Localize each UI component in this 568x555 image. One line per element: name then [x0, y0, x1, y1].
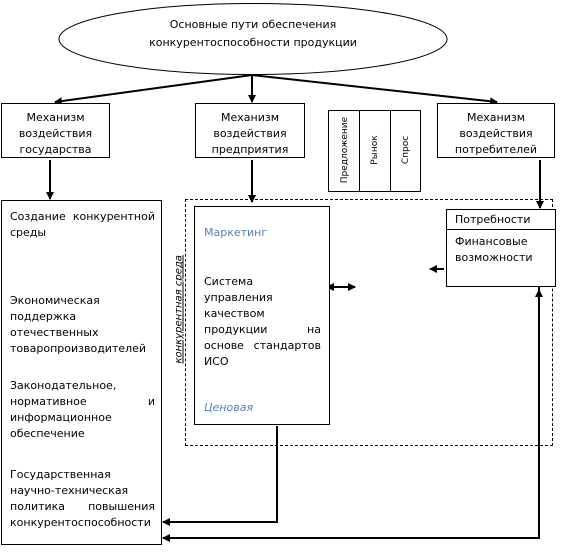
feedback-loop-consumer — [162, 287, 540, 542]
state-measure-science-policy: Государственная научно-техническая полит… — [10, 468, 155, 529]
mechanism-consumer-box: Механизм воздействия потребителей — [437, 103, 555, 158]
market-column-market: Рынок — [370, 135, 380, 165]
enterprise-price-label: Ценовая — [204, 401, 254, 414]
title-line-1: Основные пути обеспечения — [169, 18, 337, 31]
state-measure-legislative: Законодательное, нормативное и информаци… — [10, 379, 155, 440]
mechanism-enterprise-box: Механизм воздействия предприятия — [195, 103, 305, 158]
enterprise-tools-box: Маркетинг Система управления качеством п… — [194, 206, 330, 425]
mechanism-state-line-2: воздействия — [18, 126, 93, 140]
title-ellipse — [58, 3, 448, 75]
arrow-to-consumer — [251, 74, 498, 106]
title-line-2: конкурентоспособности продукции — [149, 35, 357, 49]
feedback-loop-enterprise — [162, 426, 278, 526]
consumer-factors-box: Потребности Финансовые возможности — [446, 209, 556, 287]
market-column-offer: Предложение — [340, 116, 350, 184]
mechanism-consumer-line-3: потребителей — [454, 142, 538, 156]
state-measure-competitive-environment: Создание конкурентной среды — [10, 210, 155, 239]
mechanism-consumer-line-2: воздействия — [459, 126, 533, 140]
mechanism-consumer-line-1: Механизм — [467, 111, 525, 124]
consumer-finance: Финансовые возможности — [455, 235, 533, 264]
mechanism-state-line-3: государства — [19, 142, 92, 156]
market-column-demand: Спрос — [401, 135, 411, 165]
mechanism-enterprise-line-2: воздействия — [213, 126, 287, 140]
enterprise-quality-system: Система управления качеством продукции н… — [204, 275, 321, 368]
mechanism-enterprise-line-1: Механизм — [221, 111, 279, 124]
state-measures-box: Создание конкурентной среды Экономическа… — [1, 200, 162, 545]
state-measure-economic-support: Экономическая поддержка отечественных то… — [10, 294, 147, 355]
enterprise-marketing-label: Маркетинг — [204, 226, 268, 239]
mechanism-state-line-1: Механизм — [26, 111, 85, 124]
mechanism-enterprise-line-3: предприятия — [211, 142, 289, 156]
title-text: Основные пути обеспечения конкурентоспос… — [70, 16, 436, 51]
competitive-environment-label: конкурентная среда — [173, 255, 185, 364]
market-columns-box: Предложение Рынок Спрос — [328, 110, 421, 192]
arrow-to-state — [54, 74, 253, 106]
mechanism-state-box: Механизм воздействия государства — [1, 103, 110, 158]
competitive-environment-frame — [185, 199, 553, 446]
consumer-needs: Потребности — [455, 213, 531, 226]
